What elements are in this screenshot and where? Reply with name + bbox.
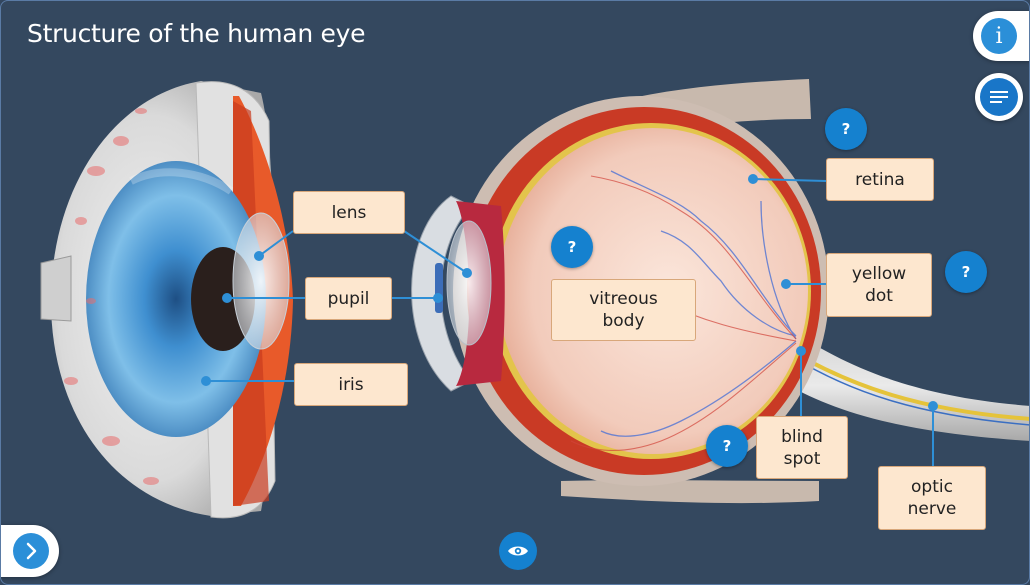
next-button[interactable] [1, 525, 59, 577]
page-title: Structure of the human eye [27, 19, 366, 48]
info-icon: i [981, 18, 1017, 54]
question-icon: ? [961, 263, 971, 281]
question-icon: ? [841, 120, 851, 138]
label-blind-spot[interactable]: blind spot [756, 416, 848, 479]
chevron-right-icon [13, 533, 49, 569]
label-pupil[interactable]: pupil [305, 277, 392, 320]
visibility-toggle-button[interactable] [499, 532, 537, 570]
question-icon: ? [567, 238, 577, 256]
question-button-vitreous[interactable]: ? [551, 226, 593, 268]
label-iris[interactable]: iris [294, 363, 408, 406]
leader-lines [201, 174, 938, 466]
label-lens[interactable]: lens [293, 191, 405, 234]
eye-icon [508, 546, 528, 556]
label-optic-nerve[interactable]: optic nerve [878, 466, 986, 530]
question-button-retina[interactable]: ? [825, 108, 867, 150]
menu-icon [980, 78, 1018, 116]
info-button[interactable]: i [973, 11, 1029, 61]
label-retina[interactable]: retina [826, 158, 934, 201]
question-button-blind-spot[interactable]: ? [706, 425, 748, 467]
menu-button[interactable] [975, 73, 1023, 121]
label-vitreous-body[interactable]: vitreous body [551, 279, 696, 341]
label-yellow-dot[interactable]: yellow dot [826, 253, 932, 317]
question-icon: ? [722, 437, 732, 455]
front-eyeball [40, 81, 293, 519]
question-button-yellow-dot[interactable]: ? [945, 251, 987, 293]
